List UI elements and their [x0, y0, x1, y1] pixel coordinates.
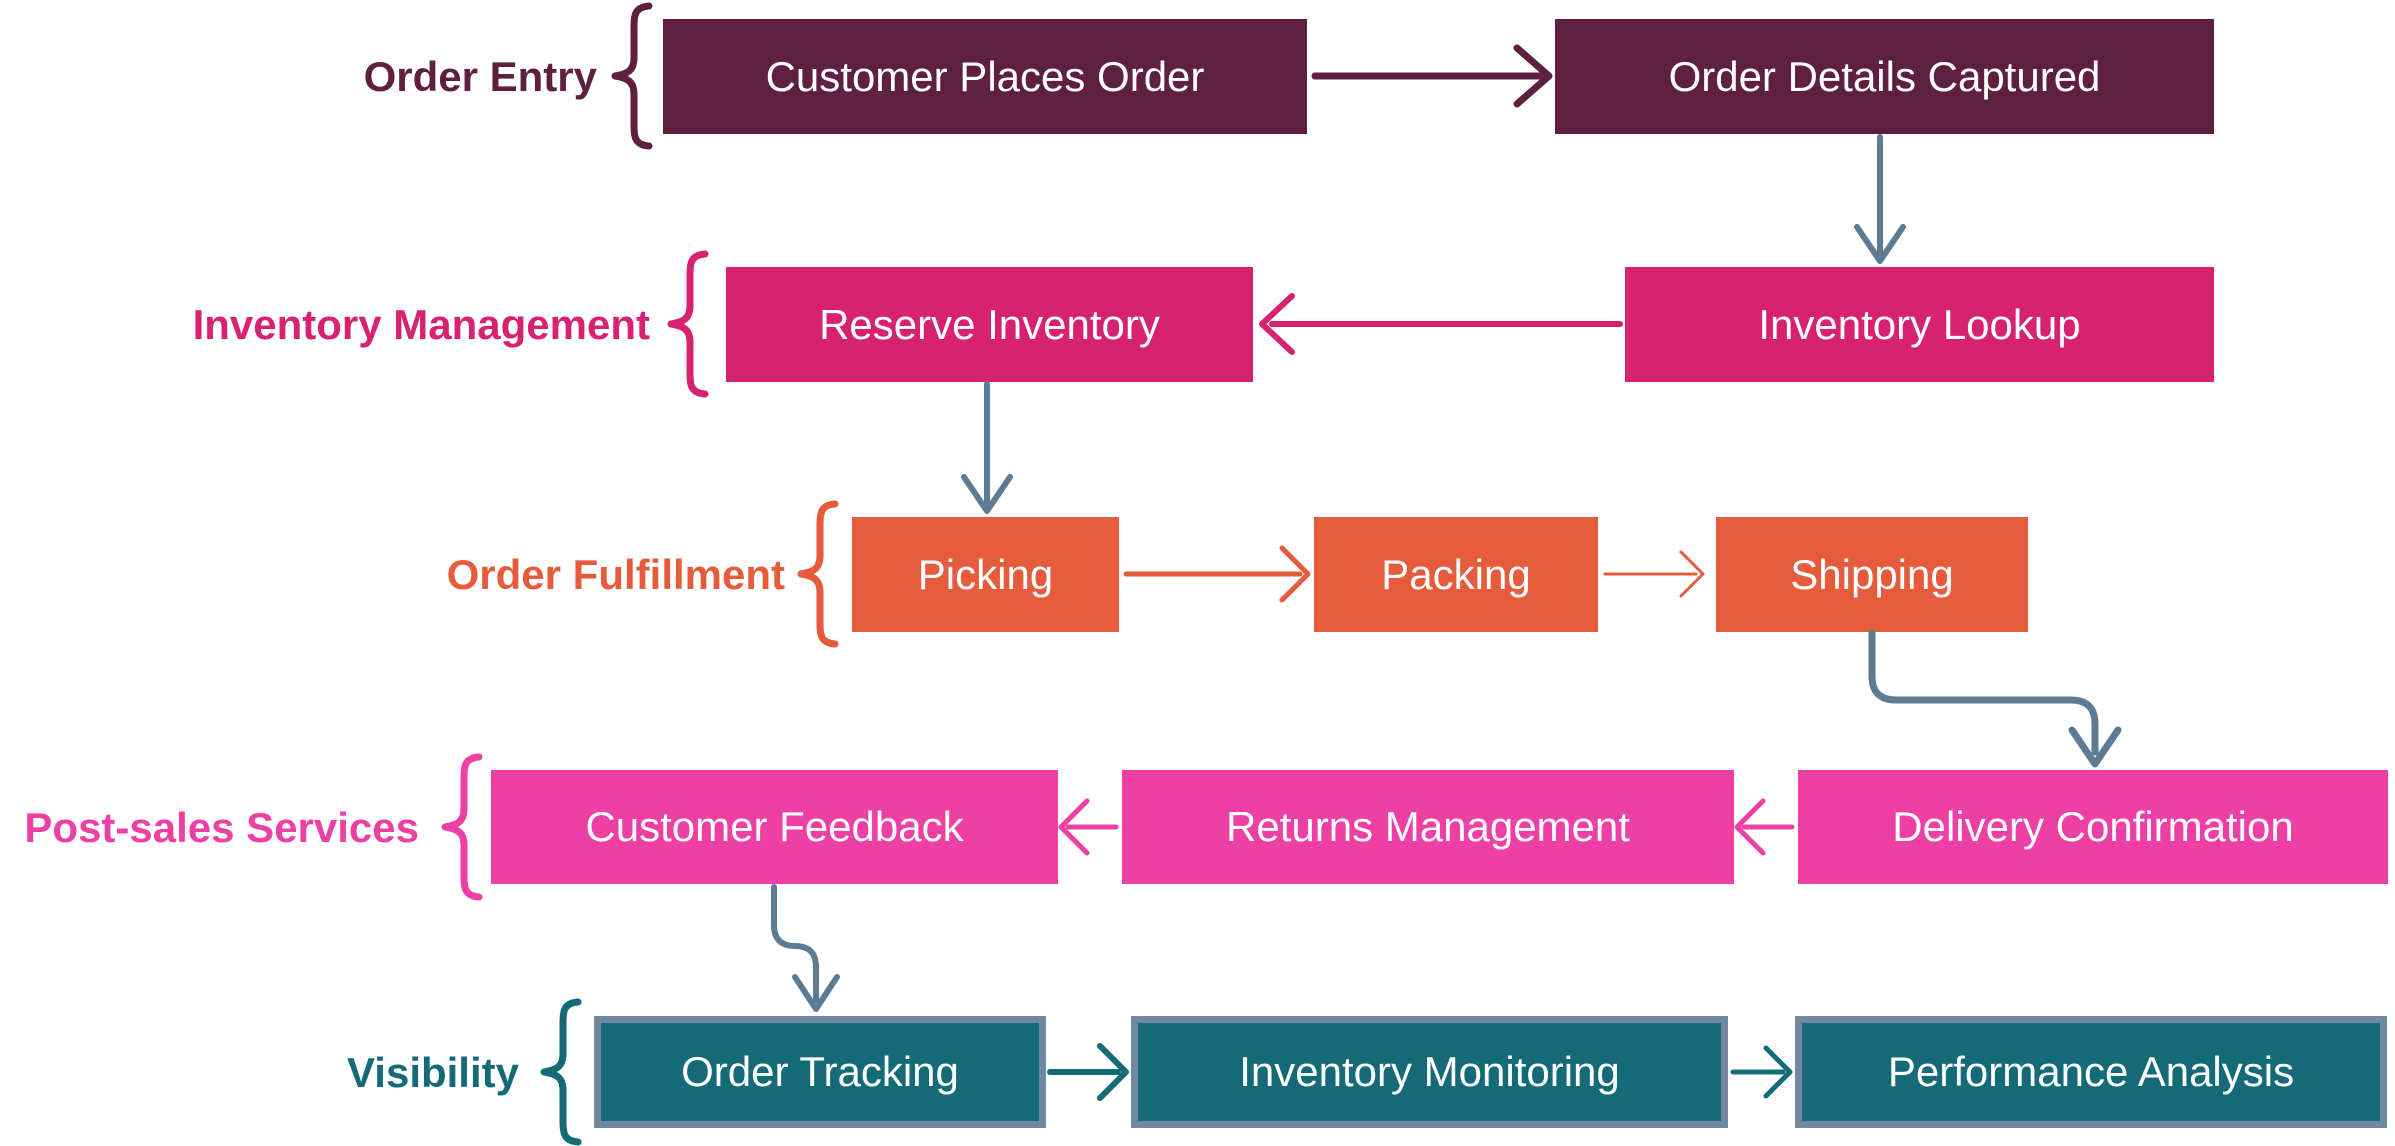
arrow-im-to-pan [1730, 1045, 1793, 1099]
brace-post-sales-services [441, 753, 483, 901]
brace-order-fulfillment [797, 500, 839, 648]
brace-order-entry [611, 2, 653, 150]
node-inventory-lookup: Inventory Lookup [1625, 267, 2214, 382]
node-reserve-inventory: Reserve Inventory [726, 267, 1253, 382]
node-order-tracking: Order Tracking [594, 1016, 1046, 1128]
arrow-odc-to-il [1854, 134, 1906, 264]
arrow-picking-to-packing [1123, 545, 1311, 603]
node-delivery-confirmation: Delivery Confirmation [1798, 770, 2388, 884]
node-performance-analysis: Performance Analysis [1795, 1016, 2387, 1128]
arrow-ri-to-picking [961, 381, 1013, 514]
arrow-cf-to-ot [771, 884, 840, 1012]
node-customer-places-order: Customer Places Order [663, 19, 1307, 134]
arrow-packing-to-shipping [1603, 550, 1705, 598]
lane-label-order-entry: Order Entry [363, 53, 597, 100]
node-order-details-captured: Order Details Captured [1555, 19, 2214, 134]
lane-label-visibility: Visibility [347, 1049, 519, 1096]
arrow-rm-to-cf [1058, 798, 1119, 856]
arrow-il-to-ri [1259, 293, 1623, 355]
arrow-cpo-to-odc [1311, 44, 1553, 108]
arrow-dc-to-rm [1734, 798, 1795, 856]
lane-label-inventory-management: Inventory Management [192, 301, 650, 348]
node-picking: Picking [852, 517, 1119, 632]
lane-label-post-sales-services: Post-sales Services [24, 804, 419, 851]
node-inventory-monitoring: Inventory Monitoring [1131, 1016, 1728, 1128]
brace-visibility [540, 998, 582, 1146]
arrow-shipping-to-dc [1868, 629, 2122, 768]
node-customer-feedback: Customer Feedback [491, 770, 1058, 884]
arrow-ot-to-im [1047, 1043, 1129, 1101]
brace-inventory-management [667, 250, 709, 398]
node-packing: Packing [1314, 517, 1598, 632]
node-shipping: Shipping [1716, 517, 2028, 632]
node-returns-management: Returns Management [1122, 770, 1734, 884]
lane-label-order-fulfillment: Order Fulfillment [446, 551, 785, 598]
